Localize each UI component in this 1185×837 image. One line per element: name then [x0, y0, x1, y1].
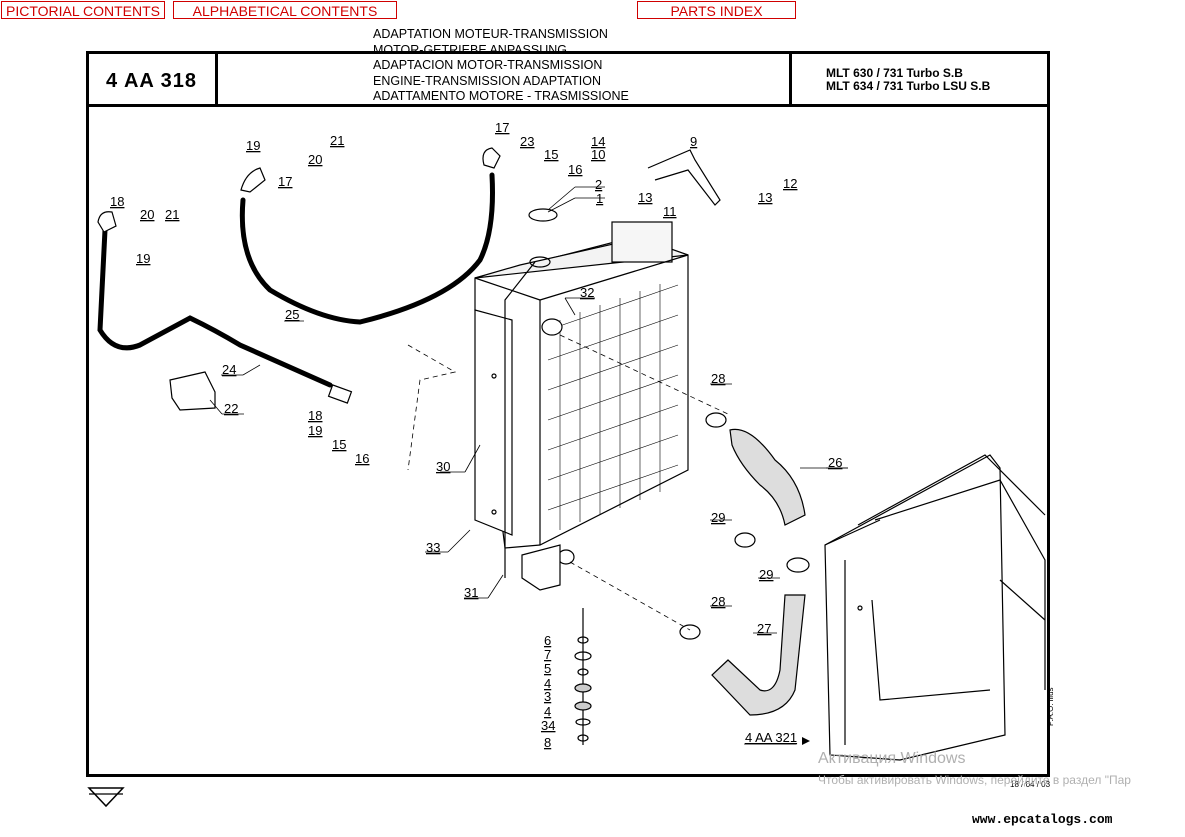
callout-7[interactable]: 7: [544, 647, 551, 662]
callout-4a[interactable]: 4: [544, 676, 551, 691]
drawing-date: 18 / 04 / 03: [1010, 780, 1051, 789]
callout-6[interactable]: 6: [544, 633, 551, 648]
callout-32[interactable]: 32: [580, 285, 594, 300]
illus-code: P.A.O. illus: [1046, 687, 1055, 726]
site-footer[interactable]: www.epcatalogs.com: [972, 812, 1113, 827]
callout-21a[interactable]: 21: [330, 133, 344, 148]
callout-28a[interactable]: 28: [711, 371, 725, 386]
callout-30[interactable]: 30: [436, 459, 450, 474]
model-1: MLT 630 / 731 Turbo S.B: [826, 66, 963, 80]
callout-9[interactable]: 9: [690, 134, 697, 149]
callout-13b[interactable]: 13: [758, 190, 772, 205]
callout-33[interactable]: 33: [426, 540, 440, 555]
header-divider-right: [789, 51, 792, 106]
fan-shroud: [824, 454, 1046, 761]
radiator: [474, 208, 689, 591]
callout-20b[interactable]: 20: [140, 207, 154, 222]
callout-23[interactable]: 23: [520, 134, 534, 149]
callout-10[interactable]: 10: [591, 147, 605, 162]
callout-18a[interactable]: 18: [110, 194, 124, 209]
callout-21b[interactable]: 21: [165, 207, 179, 222]
callout-5[interactable]: 5: [544, 661, 551, 676]
header-divider: [86, 104, 1050, 107]
windows-activation-text: Чтобы активировать Windows, перейдите в …: [818, 773, 1131, 787]
callout-15b[interactable]: 15: [332, 437, 346, 452]
callout-22[interactable]: 22: [224, 401, 238, 416]
callout-12[interactable]: 12: [783, 176, 797, 191]
hydraulic-hoses: [97, 172, 495, 388]
callout-20a[interactable]: 20: [308, 152, 322, 167]
header-divider-left: [215, 51, 218, 106]
section-titles: ADAPTATION MOTEUR-TRANSMISSION MOTOR-GET…: [373, 27, 629, 105]
parts-index-button[interactable]: PARTS INDEX: [637, 1, 796, 19]
callout-4b[interactable]: 4: [544, 704, 551, 719]
title-es: ADAPTACION MOTOR-TRANSMISSION: [373, 58, 603, 72]
callout-17b[interactable]: 17: [278, 174, 292, 189]
title-it: ADATTAMENTO MOTORE - TRASMISSIONE: [373, 89, 629, 103]
callout-31[interactable]: 31: [464, 585, 478, 600]
cross-reference-link[interactable]: 4 AA 321: [745, 730, 797, 745]
callout-1[interactable]: 1: [596, 191, 603, 206]
title-fr: ADAPTATION MOTEUR-TRANSMISSION: [373, 27, 608, 41]
callout-29b[interactable]: 29: [759, 567, 773, 582]
coolant-hoses: [711, 428, 806, 716]
bracket-22: [169, 371, 216, 411]
callout-16a[interactable]: 16: [568, 162, 582, 177]
page-reference: 4 AA 318: [106, 70, 198, 92]
title-de: MOTOR-GETRIEBE ANPASSUNG: [373, 42, 568, 57]
callout-27[interactable]: 27: [757, 621, 771, 636]
callout-13a[interactable]: 13: [638, 190, 652, 205]
callout-19a[interactable]: 19: [246, 138, 260, 153]
callout-16b[interactable]: 16: [355, 451, 369, 466]
pictorial-contents-button[interactable]: PICTORIAL CONTENTS: [1, 1, 165, 19]
down-arrow-icon[interactable]: [87, 786, 125, 808]
callout-14[interactable]: 14: [591, 134, 605, 149]
callout-3[interactable]: 3: [544, 689, 551, 704]
callout-17a[interactable]: 17: [495, 120, 509, 135]
model-list: MLT 630 / 731 Turbo S.B MLT 634 / 731 Tu…: [826, 67, 990, 93]
callout-2[interactable]: 2: [595, 177, 602, 192]
title-en: ENGINE-TRANSMISSION ADAPTATION: [373, 73, 602, 88]
cross-reference-arrow-icon: [802, 737, 810, 745]
callout-28b[interactable]: 28: [711, 594, 725, 609]
callout-24[interactable]: 24: [222, 362, 236, 377]
callout-19b[interactable]: 19: [136, 251, 150, 266]
windows-activation-title: Активация Windows: [818, 750, 966, 767]
callout-15a[interactable]: 15: [544, 147, 558, 162]
alphabetical-contents-button[interactable]: ALPHABETICAL CONTENTS: [173, 1, 397, 19]
callout-29a[interactable]: 29: [711, 510, 725, 525]
callout-8[interactable]: 8: [544, 735, 551, 750]
callout-34[interactable]: 34: [541, 718, 555, 733]
model-2: MLT 634 / 731 Turbo LSU S.B: [826, 79, 991, 93]
mount-bolt-stack: [574, 608, 592, 745]
callout-18b[interactable]: 18: [308, 408, 322, 423]
callout-25[interactable]: 25: [285, 307, 299, 322]
callout-26[interactable]: 26: [828, 455, 842, 470]
drawing-frame: [86, 51, 1050, 777]
callout-11[interactable]: 11: [663, 204, 677, 219]
callout-19c[interactable]: 19: [308, 423, 322, 438]
